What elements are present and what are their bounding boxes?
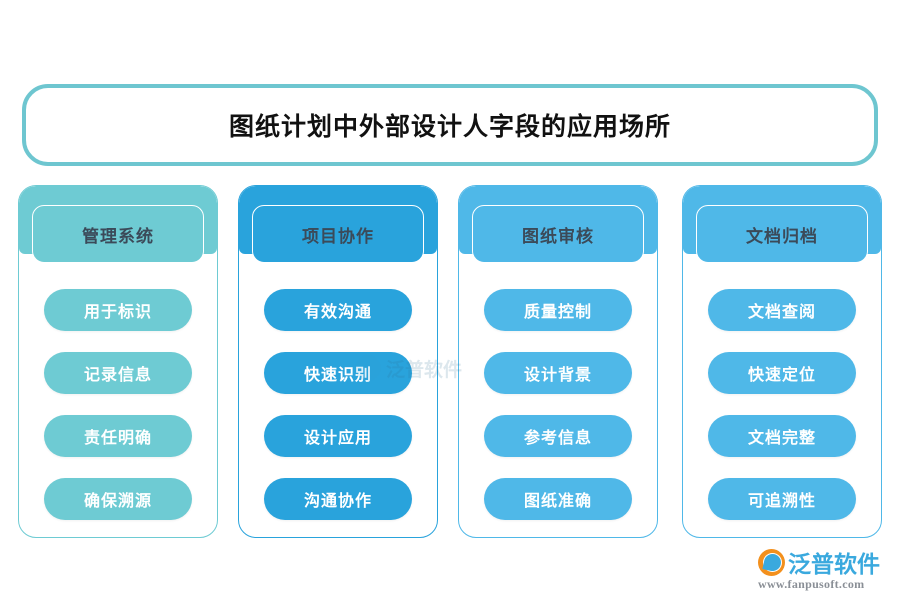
- column-header-document-archiving[interactable]: 文档归档: [696, 205, 868, 263]
- list-item[interactable]: 沟通协作: [264, 478, 412, 520]
- title-box: 图纸计划中外部设计人字段的应用场所: [22, 84, 878, 166]
- list-item-label: 沟通协作: [303, 493, 372, 510]
- columns-container: 管理系统 用于标识 记录信息 责任明确 确保溯源: [0, 185, 900, 540]
- page-title: 图纸计划中外部设计人字段的应用场所: [228, 113, 671, 141]
- column-document-archiving: 文档归档 文档查阅 快速定位 文档完整 可追溯性: [682, 185, 882, 538]
- column-project-collaboration: 项目协作 有效沟通 快速识别 设计应用 沟通协作: [238, 185, 438, 538]
- list-item[interactable]: 可追溯性: [708, 478, 856, 520]
- list-item-label: 快速定位: [747, 367, 816, 384]
- list-item[interactable]: 质量控制: [484, 289, 632, 331]
- list-item-label: 可追溯性: [747, 493, 816, 510]
- list-item-label: 设计背景: [523, 367, 592, 384]
- brand-name: 泛普软件: [788, 551, 880, 577]
- list-item-label: 图纸准确: [523, 493, 592, 510]
- column-header-project-collaboration[interactable]: 项目协作: [252, 205, 424, 263]
- list-item[interactable]: 设计背景: [484, 352, 632, 394]
- fanpu-logo-icon: [758, 548, 785, 576]
- column-items: 文档查阅 快速定位 文档完整 可追溯性: [682, 289, 882, 520]
- column-drawing-review: 图纸审核 质量控制 设计背景 参考信息 图纸准确: [458, 185, 658, 538]
- column-items: 有效沟通 快速识别 设计应用 沟通协作: [238, 289, 438, 520]
- list-item[interactable]: 快速识别: [264, 352, 412, 394]
- list-item[interactable]: 文档完整: [708, 415, 856, 457]
- list-item[interactable]: 快速定位: [708, 352, 856, 394]
- column-header-label: 文档归档: [746, 226, 818, 246]
- list-item-label: 设计应用: [303, 430, 372, 447]
- list-item-label: 有效沟通: [303, 304, 372, 321]
- brand-logo-row: 泛普软件: [758, 548, 894, 577]
- list-item[interactable]: 有效沟通: [264, 289, 412, 331]
- list-item[interactable]: 用于标识: [44, 289, 192, 331]
- list-item[interactable]: 记录信息: [44, 352, 192, 394]
- brand-logo: 泛普软件 www.fanpusoft.com: [758, 548, 894, 594]
- list-item-label: 用于标识: [83, 304, 152, 321]
- list-item-label: 快速识别: [303, 367, 372, 384]
- list-item[interactable]: 设计应用: [264, 415, 412, 457]
- column-header-label: 管理系统: [82, 226, 154, 246]
- list-item-label: 质量控制: [523, 304, 592, 321]
- list-item-label: 参考信息: [523, 430, 592, 447]
- column-items: 质量控制 设计背景 参考信息 图纸准确: [458, 289, 658, 520]
- list-item[interactable]: 参考信息: [484, 415, 632, 457]
- list-item-label: 文档完整: [747, 430, 816, 447]
- column-header-label: 项目协作: [302, 226, 374, 246]
- column-header-management-system[interactable]: 管理系统: [32, 205, 204, 263]
- list-item-label: 确保溯源: [83, 493, 152, 510]
- list-item-label: 责任明确: [83, 430, 152, 447]
- list-item-label: 文档查阅: [747, 304, 816, 321]
- column-header-drawing-review[interactable]: 图纸审核: [472, 205, 644, 263]
- list-item-label: 记录信息: [83, 367, 152, 384]
- column-items: 用于标识 记录信息 责任明确 确保溯源: [18, 289, 218, 520]
- list-item[interactable]: 确保溯源: [44, 478, 192, 520]
- brand-url: www.fanpusoft.com: [758, 577, 865, 591]
- list-item[interactable]: 责任明确: [44, 415, 192, 457]
- list-item[interactable]: 文档查阅: [708, 289, 856, 331]
- column-management-system: 管理系统 用于标识 记录信息 责任明确 确保溯源: [18, 185, 218, 538]
- list-item[interactable]: 图纸准确: [484, 478, 632, 520]
- column-header-label: 图纸审核: [522, 226, 594, 246]
